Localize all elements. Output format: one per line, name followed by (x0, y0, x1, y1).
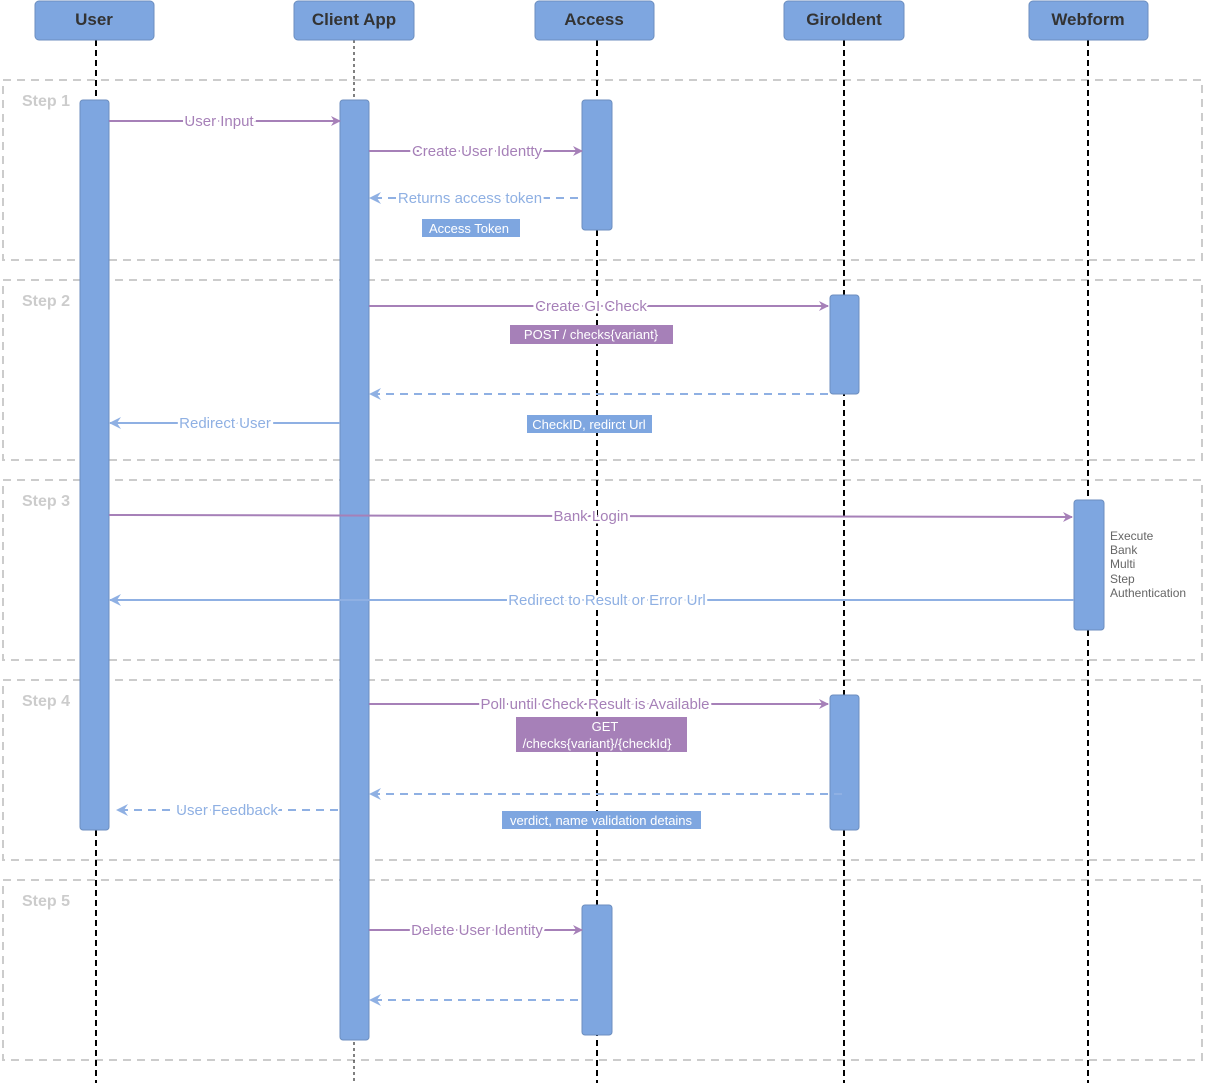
get-chip-line-1: GET (592, 719, 619, 734)
giroident-actor-box (783, 0, 905, 41)
step-2-label: Step 2 (22, 293, 70, 310)
giroident-actor-label: GiroIdent (806, 10, 882, 29)
access-actor-box (534, 0, 655, 41)
access-token-chip-bg (422, 219, 520, 237)
poll-label: Poll until Check Result is Available (480, 696, 709, 713)
checkid-chip: CheckID, redirct Url (532, 417, 646, 432)
user-actor-label: User (75, 10, 113, 29)
delete-user-identity-label: Delete User Identity (411, 922, 543, 939)
checkid-chip-bg (527, 415, 652, 433)
step-2-frame (2, 279, 1203, 461)
giroident-activation-2 (829, 694, 860, 831)
step-4-frame (2, 679, 1203, 861)
user-activation (79, 99, 110, 831)
step-3-label: Step 3 (22, 493, 70, 510)
webform-note-line-5: Authentication (1110, 586, 1186, 600)
access-activation-1 (581, 99, 613, 231)
webform-note-line-3: Multi (1110, 557, 1135, 571)
giroident-activation-1 (829, 294, 860, 395)
messages: User Input Create User Identty Returns a… (108, 111, 1074, 1006)
step-5-label: Step 5 (22, 893, 70, 910)
post-checks-chip-bg (510, 325, 673, 344)
webform-note: Execute Bank Multi Step Authentication (1110, 529, 1186, 600)
redirect-user-label: Redirect User (179, 415, 271, 432)
webform-note-line-2: Bank (1110, 543, 1138, 557)
user-input-label: User Input (184, 113, 254, 130)
verdict-chip-bg (502, 811, 701, 829)
client-app-activation (339, 99, 370, 1041)
step-frames (2, 79, 1203, 1061)
create-gi-check-label: Create GI Check (535, 298, 647, 315)
step-1-frame (2, 79, 1203, 261)
get-checks-chip-bg (516, 717, 687, 752)
step-1-label: Step 1 (22, 93, 70, 110)
webform-note-line-1: Execute (1110, 529, 1154, 543)
client-app-actor-label: Client App (312, 10, 396, 29)
webform-actor-label: Webform (1051, 10, 1124, 29)
access-token-chip: Access Token (429, 221, 509, 236)
verdict-chip: verdict, name validation detains (510, 813, 693, 828)
create-user-identity-label: Create User Identty (412, 143, 543, 160)
step-3-frame (2, 479, 1203, 661)
webform-note-line-4: Step (1110, 572, 1135, 586)
step-4-label: Step 4 (22, 693, 70, 710)
step-labels: Step 1 Step 2 Step 3 Step 4 Step 5 (22, 93, 70, 910)
get-chip-line-2: /checks{variant}/{checkId} (523, 736, 673, 751)
access-actor-label: Access (564, 10, 624, 29)
client-app-actor-box (293, 0, 415, 41)
webform-actor-box (1028, 0, 1149, 41)
bank-login-arrow (108, 511, 1073, 522)
post-checks-chip: POST / checks{variant} (524, 327, 659, 342)
access-activation-2 (581, 904, 613, 1036)
step-5-frame (2, 879, 1203, 1061)
payload-chips: Access Token POST / checks{variant} Chec… (422, 219, 701, 829)
user-actor-box (34, 0, 155, 41)
actor-headers: User Client App Access GiroIdent Webform (34, 0, 1149, 41)
activation-bars (79, 99, 1105, 1041)
returns-access-token-label: Returns access token (398, 190, 542, 207)
webform-activation (1073, 499, 1105, 631)
redirect-result-label: Redirect to Result or Error Url (508, 592, 706, 609)
bank-login-label: Bank Login (553, 508, 628, 525)
user-feedback-label: User Feedback (176, 802, 278, 819)
